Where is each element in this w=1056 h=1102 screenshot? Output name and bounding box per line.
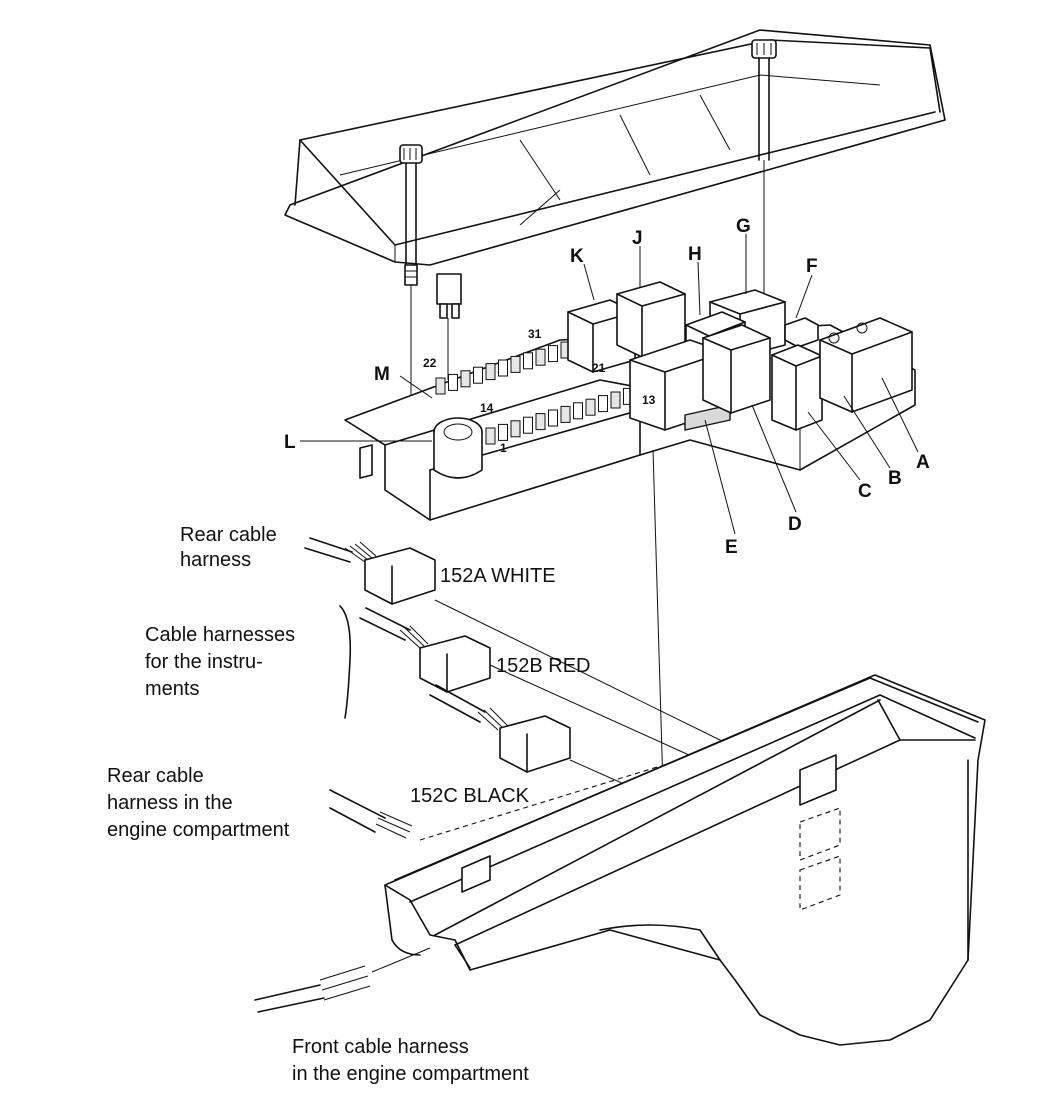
fuse (610, 391, 621, 409)
fuse (460, 370, 471, 388)
fuse (585, 398, 596, 416)
fuse (435, 377, 446, 395)
fuse (560, 405, 571, 423)
round-connector-l (359, 417, 483, 479)
label-instrument-harnesses: Cable harnesses for the instru- ments (145, 624, 301, 700)
rear-engine-harness-cable (329, 789, 413, 839)
fuse-number-14: 14 (480, 401, 494, 415)
cover-screw-left (399, 144, 423, 286)
label-d: D (788, 514, 802, 535)
front-engine-harness-cable (254, 947, 431, 1013)
fuse-number-1: 1 (500, 441, 507, 455)
relay-c (771, 344, 823, 431)
relay-j (616, 281, 686, 358)
fuse (598, 395, 608, 413)
label-j: J (632, 228, 643, 249)
fuse (548, 345, 558, 363)
fuse (510, 355, 521, 373)
label-k: K (570, 246, 584, 267)
fuse-number-22: 22 (423, 356, 437, 370)
label-g: G (736, 216, 751, 237)
relay-f (784, 317, 819, 348)
fuse (523, 416, 533, 434)
label-a: A (916, 452, 930, 473)
label-rear-engine-harness: Rear cable harness in the engine compart… (107, 765, 290, 841)
label-l: L (284, 432, 296, 453)
fuse-box-housing (384, 674, 986, 1046)
label-b: B (888, 468, 902, 489)
fuse (485, 427, 496, 445)
fuse (485, 363, 496, 381)
spare-fuse (436, 273, 462, 380)
fuse (510, 420, 521, 438)
fuse (535, 413, 546, 431)
label-rear-cable-harness: Rear cable harness (180, 524, 282, 571)
fuse (498, 423, 508, 441)
label-f: F (806, 256, 818, 277)
label-152b-red: 152B RED (496, 655, 591, 677)
fuse (573, 402, 583, 420)
relay-d (702, 324, 771, 414)
harness-152a (304, 537, 436, 605)
cover-screw-right (751, 39, 777, 161)
instrument-harness-brace (339, 605, 352, 719)
harness-152c (429, 684, 571, 773)
fuse (548, 409, 558, 427)
fuse-row-lower (485, 387, 633, 445)
relay-b-a (819, 317, 913, 413)
fuse-box-cover (284, 29, 946, 266)
harness-152b (359, 607, 491, 693)
fuse-number-21: 21 (592, 361, 606, 375)
fuse (498, 359, 508, 377)
label-e: E (725, 537, 738, 558)
label-front-engine-harness: Front cable harness in the engine compar… (292, 1036, 529, 1085)
fuse-number-31: 31 (528, 327, 542, 341)
label-m: M (374, 364, 390, 385)
label-h: H (688, 244, 702, 265)
fuse (473, 366, 483, 384)
label-152c-black: 152C BLACK (410, 785, 530, 807)
fuse (448, 373, 458, 391)
fuse (535, 348, 546, 366)
fuse-number-13: 13 (642, 393, 656, 407)
label-152a-white: 152A WHITE (440, 565, 556, 587)
fuse (523, 352, 533, 370)
label-c: C (858, 481, 872, 502)
